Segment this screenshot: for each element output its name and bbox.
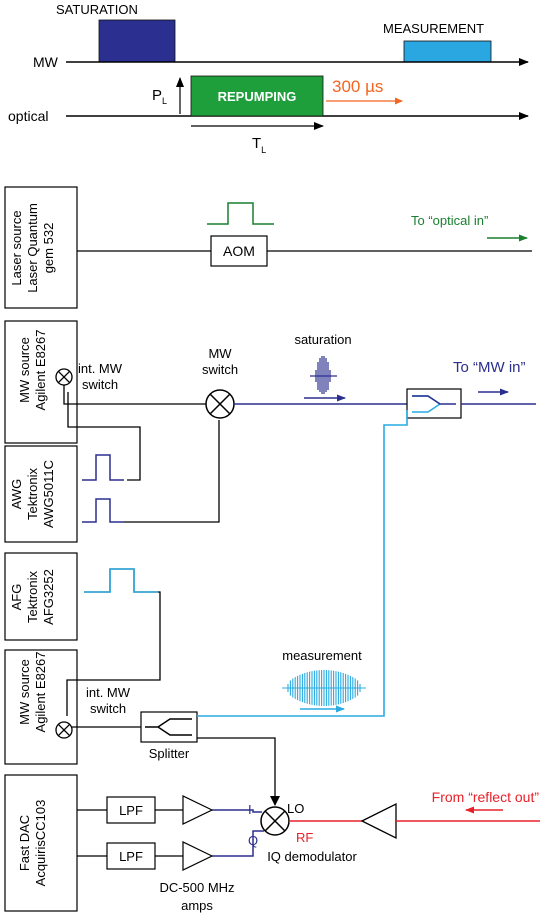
saturation-pulse <box>98 19 176 63</box>
iq-demod-label: IQ demodulator <box>267 849 357 864</box>
int-switch-1-label-line1: int. MW <box>78 361 123 376</box>
measurement-signal-label: measurement <box>282 648 362 663</box>
mw2-label-line1: MW source <box>17 659 32 725</box>
lpf-i-label: LPF <box>119 803 143 818</box>
from-reflect-label: From “reflect out” <box>432 789 540 805</box>
afg-box <box>4 552 78 641</box>
lpf-q-label: LPF <box>119 849 143 864</box>
mw1-path: int. MW switch MW switch saturation <box>55 332 536 523</box>
instrument-boxes <box>4 186 78 912</box>
afg-label-line3: AFG3252 <box>41 569 56 625</box>
saturation-burst-icon <box>310 356 337 394</box>
lpf-q-box <box>106 842 156 870</box>
q-channel-line <box>212 830 264 857</box>
rf-label: RF <box>296 830 313 845</box>
i-channel-line <box>212 809 262 813</box>
mw-source-2-box <box>4 649 78 765</box>
saturation-signal-label: saturation <box>294 332 351 347</box>
splitter-label: Splitter <box>149 746 190 761</box>
optical-axis-label: optical <box>8 108 48 124</box>
measurement-pulse <box>403 40 492 63</box>
iq-demod-path: LO RF I Q From “reflect out” LPF LPF DC-… <box>77 789 540 913</box>
aom-label: AOM <box>223 243 255 259</box>
measurement-burst-icon <box>282 670 366 706</box>
timing-diagram: SATURATION MEASUREMENT MW optical PL REP… <box>8 2 529 155</box>
awg-label-line1: AWG <box>9 479 24 510</box>
mw2-label-line2: Agilent E8267 <box>33 652 48 733</box>
lo-label: LO <box>287 801 304 816</box>
afg-label-line1: AFG <box>9 584 24 611</box>
mw-source-1-box <box>4 320 78 444</box>
fast-dac-box <box>4 774 78 912</box>
lpf-i-box <box>106 796 156 824</box>
laser-label-line2: Laser Quantum <box>25 203 40 293</box>
laser-label-line3: gem 532 <box>41 223 56 274</box>
dac-label-line1: Fast DAC <box>17 815 32 871</box>
to-optical-label: To “optical in” <box>411 213 488 228</box>
i-amp-icon <box>182 795 214 825</box>
measurement-label: MEASUREMENT <box>383 21 484 36</box>
rf-amp-icon <box>360 802 397 840</box>
awg-label-line3: AWG5011C <box>41 460 56 528</box>
int-switch-2-label-line1: int. MW <box>86 685 131 700</box>
awg-box <box>4 445 78 543</box>
aom-pulse-icon <box>207 202 274 225</box>
mw1-label-line1: MW source <box>17 337 32 403</box>
awg-to-mw-switch-wire <box>124 420 220 523</box>
awg-label-line2: Tektronix <box>25 467 40 520</box>
awg-pulse-icon-1 <box>82 454 124 481</box>
afg-pulse-icon <box>84 568 158 593</box>
amps-label-line2: amps <box>181 898 213 913</box>
afg-label-line2: Tektronix <box>25 570 40 623</box>
mw1-label-line2: Agilent E8267 <box>33 330 48 411</box>
aom-box <box>210 235 268 267</box>
laser-label-line1: Laser source <box>9 210 24 285</box>
saturation-label: SATURATION <box>56 2 138 17</box>
laser-source-box <box>4 186 78 309</box>
lo-line <box>197 737 276 805</box>
to-mw-label: To “MW in” <box>453 359 526 376</box>
int-switch-2-label-line2: switch <box>90 701 126 716</box>
dac-label-line2: AcquirisCC103 <box>33 800 48 887</box>
mw-axis-label: MW <box>33 54 59 70</box>
awg-to-switch1-wire <box>67 392 141 481</box>
measurement-signal-line <box>197 410 408 717</box>
mw2-path: int. MW switch Splitter measurement <box>55 410 408 806</box>
laser-path: AOM To “optical in” <box>77 202 532 267</box>
amps-label-line1: DC-500 MHz <box>159 880 234 895</box>
repumping-pulse <box>190 75 324 117</box>
repumping-label: REPUMPING <box>218 89 297 104</box>
duration-label: 300 µs <box>332 77 383 96</box>
mw-switch-label-line1: MW <box>208 346 232 361</box>
tl-label: TL <box>252 135 266 155</box>
instrument-labels: Laser source Laser Quantum gem 532 MW so… <box>9 203 56 886</box>
pl-label: PL <box>152 87 167 106</box>
int-switch-1-label-line2: switch <box>82 377 118 392</box>
q-amp-icon <box>182 841 214 871</box>
mw-switch-label-line2: switch <box>202 362 238 377</box>
awg-pulse-icon-2 <box>82 498 124 523</box>
